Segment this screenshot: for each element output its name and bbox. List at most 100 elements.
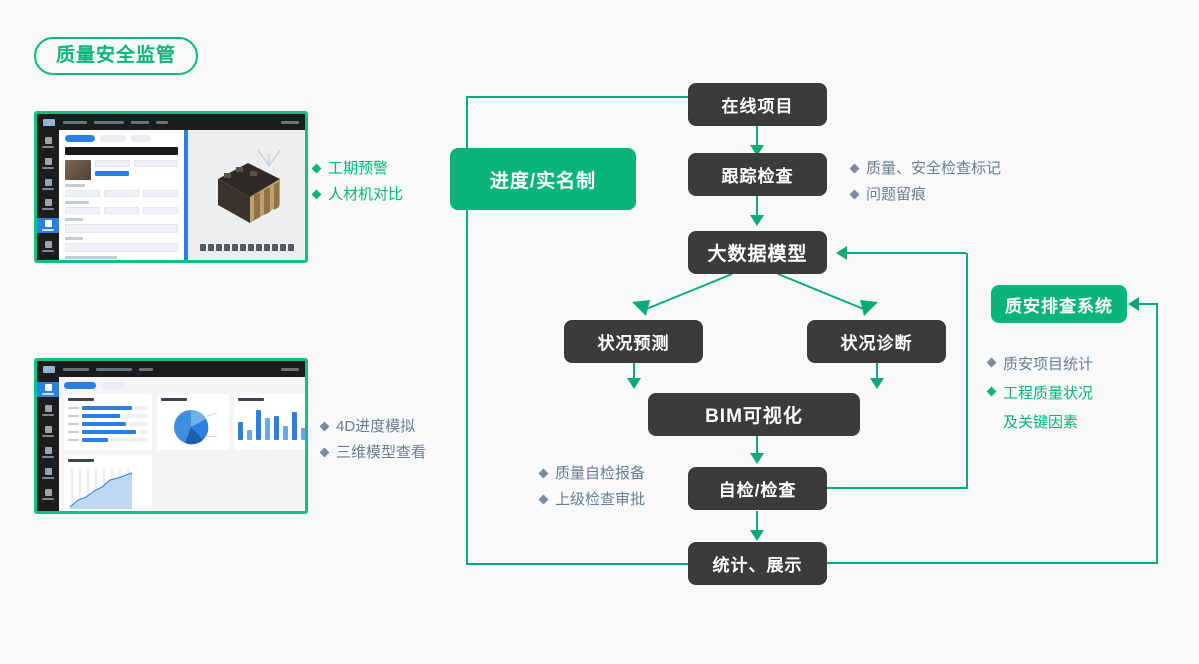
tool-button[interactable]	[215, 244, 222, 251]
attachment-row	[65, 262, 178, 263]
sidebar-item-settings[interactable]	[41, 239, 55, 254]
sidebar-item-overview[interactable]	[37, 382, 59, 397]
tool-button[interactable]	[199, 244, 206, 251]
sidebar-item-reports[interactable]	[41, 197, 55, 212]
node-statistics-display[interactable]: 统计、展示	[688, 542, 827, 585]
sidebar-item-safety[interactable]	[41, 445, 55, 460]
app-logo-icon	[43, 118, 55, 126]
node-progress-realname[interactable]: 进度/实名制	[450, 148, 636, 210]
diamond-bullet-icon	[986, 386, 997, 397]
user-menu-icon[interactable]	[281, 367, 299, 371]
connector-bim-to-selfcheck	[756, 433, 758, 457]
annotation-text: 质安项目统计	[1003, 356, 1094, 373]
node-tracking-check[interactable]: 跟踪检查	[688, 153, 827, 196]
annotation-item: 质量、安全检查标记	[849, 156, 1001, 182]
upload-slot[interactable]	[65, 262, 87, 263]
text-field[interactable]	[143, 190, 178, 197]
select-field[interactable]	[104, 207, 139, 214]
tool-button[interactable]	[255, 244, 262, 251]
tool-button[interactable]	[223, 244, 230, 251]
connector-selfcheck-to-stats	[756, 511, 758, 533]
primary-button[interactable]	[95, 171, 129, 176]
arrow-online-to-tracking	[750, 145, 764, 156]
connector-outer-right-rail	[1156, 304, 1158, 564]
arrow-bim-to-selfcheck	[750, 453, 764, 464]
panel-divider[interactable]	[184, 130, 188, 260]
sidebar-item-reports[interactable]	[41, 466, 55, 481]
card-title	[68, 398, 94, 401]
tab-summary[interactable]	[64, 382, 96, 389]
ranking-row	[68, 406, 148, 410]
bim-3d-viewport[interactable]	[188, 130, 305, 260]
annotation-text: 三维模型查看	[336, 444, 427, 461]
tool-button[interactable]	[263, 244, 270, 251]
building-model-icon	[217, 162, 280, 223]
sidebar-item-quality[interactable]	[41, 424, 55, 439]
user-menu-icon[interactable]	[281, 120, 299, 124]
tab-detail[interactable]	[100, 135, 126, 142]
annotation-text: 上级检查审批	[555, 491, 646, 508]
tab-history[interactable]	[131, 135, 151, 142]
tool-button[interactable]	[247, 244, 254, 251]
node-status-forecast[interactable]: 状况预测	[564, 320, 703, 363]
annotation-text: 工程质量状况	[1003, 385, 1094, 402]
text-field[interactable]	[95, 160, 130, 167]
tab-detail[interactable]	[101, 382, 125, 389]
sidebar-item-settings[interactable]	[41, 487, 55, 502]
tool-button[interactable]	[231, 244, 238, 251]
annotation-item: 人材机对比	[311, 182, 404, 208]
card-ranking-bars[interactable]	[64, 394, 152, 450]
ranking-row	[68, 414, 148, 418]
sidebar-item-quality[interactable]	[37, 218, 59, 234]
annotation-model-group: 4D进度模拟 三维模型查看	[319, 414, 427, 466]
node-label: 大数据模型	[707, 244, 808, 265]
tab-basic[interactable]	[65, 135, 95, 142]
annotation-text: 人材机对比	[328, 186, 404, 203]
app-titlebar	[37, 114, 305, 130]
connector-stats-right	[826, 562, 1158, 564]
thumbnail-dashboard[interactable]	[34, 358, 308, 514]
sidebar-item-home[interactable]	[41, 135, 55, 150]
app-logo-icon	[43, 365, 55, 373]
node-quality-safety-system[interactable]: 质安排查系统	[991, 285, 1127, 323]
tool-button[interactable]	[239, 244, 246, 251]
tool-button[interactable]	[287, 244, 294, 251]
page-title-badge: 质量安全监管	[34, 37, 199, 75]
node-label: 在线项目	[721, 97, 794, 116]
node-big-data-model[interactable]: 大数据模型	[688, 231, 827, 274]
select-field[interactable]	[134, 160, 178, 167]
select-field[interactable]	[65, 207, 100, 214]
field-label	[65, 201, 89, 204]
node-self-inspection[interactable]: 自检/检查	[688, 467, 827, 510]
connector-online-to-tracking	[756, 126, 758, 152]
card-area-chart[interactable]	[64, 455, 152, 511]
tool-button[interactable]	[271, 244, 278, 251]
viewport-toolbar[interactable]	[199, 244, 294, 251]
annotation-progress-group: 工期预警 人材机对比	[311, 156, 404, 208]
field-label	[65, 218, 83, 221]
select-field[interactable]	[65, 190, 100, 197]
select-field[interactable]	[104, 190, 139, 197]
node-label: BIM可视化	[705, 406, 803, 427]
node-online-project[interactable]: 在线项目	[688, 83, 827, 126]
arrow-forecast-to-bim	[627, 378, 641, 389]
attachment-photo[interactable]	[91, 262, 117, 263]
sidebar-item-tasks[interactable]	[41, 156, 55, 171]
annotation-item: 质量自检报备	[538, 461, 645, 487]
node-status-diagnosis[interactable]: 状况诊断	[807, 320, 946, 363]
thumbnail-bim-form[interactable]	[34, 111, 308, 263]
annotation-item: 质安项目统计	[986, 350, 1094, 379]
select-field[interactable]	[143, 207, 178, 214]
card-pie-chart[interactable]	[157, 394, 229, 450]
tool-button[interactable]	[279, 244, 286, 251]
connector-tracking-to-model	[756, 196, 758, 222]
tool-button[interactable]	[207, 244, 214, 251]
card-bar-chart[interactable]	[234, 394, 305, 450]
diamond-bullet-icon	[849, 163, 860, 174]
sidebar-item-docs[interactable]	[41, 177, 55, 192]
sidebar-item-projects[interactable]	[41, 403, 55, 418]
textarea-field[interactable]	[65, 224, 178, 233]
textarea-field[interactable]	[65, 243, 178, 252]
inspection-form-panel	[59, 130, 184, 260]
node-bim-visualization[interactable]: BIM可视化	[648, 393, 860, 436]
